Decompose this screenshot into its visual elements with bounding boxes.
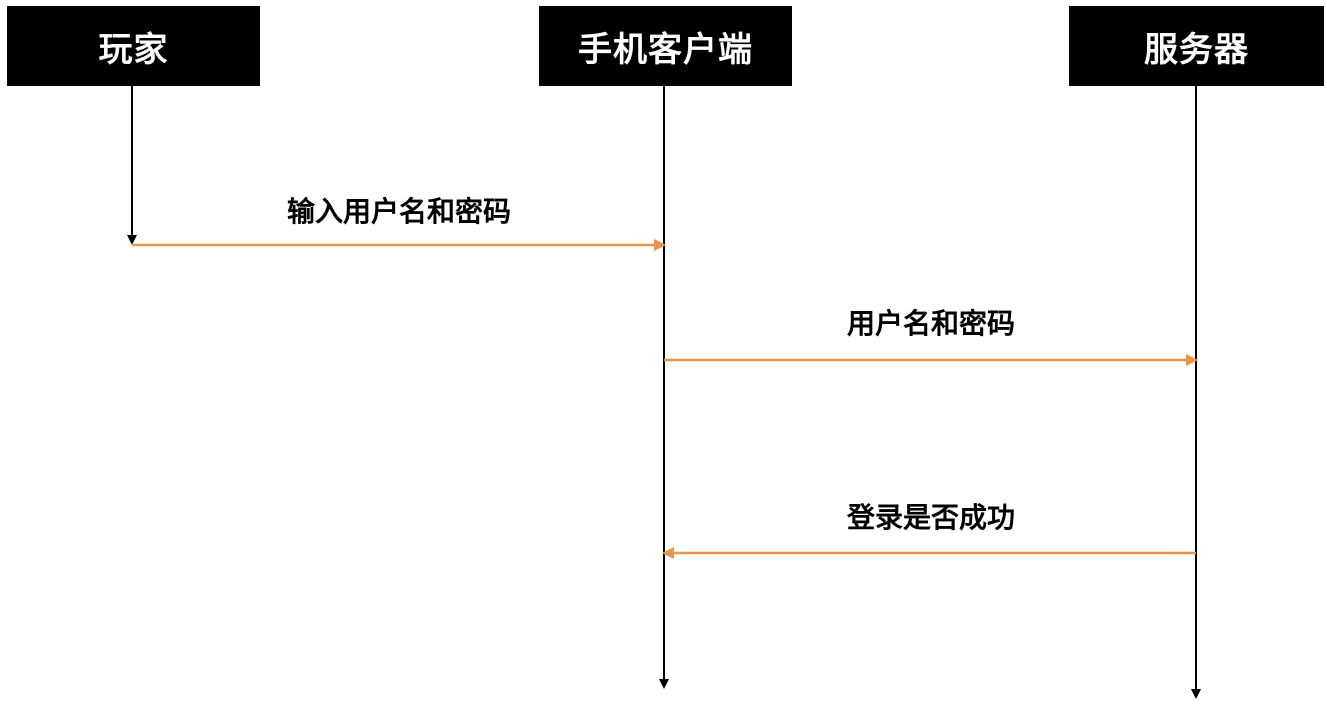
actor-server-label: 服务器 [1144, 29, 1249, 70]
message-label-3: 登录是否成功 [846, 501, 1016, 534]
actor-client-label: 手机客户端 [578, 29, 753, 70]
actor-server: 服务器 [1069, 6, 1324, 86]
actor-player-label: 玩家 [98, 29, 169, 70]
actor-client: 手机客户端 [539, 6, 792, 86]
actor-player: 玩家 [7, 6, 260, 86]
message-label-2: 用户名和密码 [846, 307, 1016, 340]
message-label-1: 输入用户名和密码 [286, 195, 512, 228]
